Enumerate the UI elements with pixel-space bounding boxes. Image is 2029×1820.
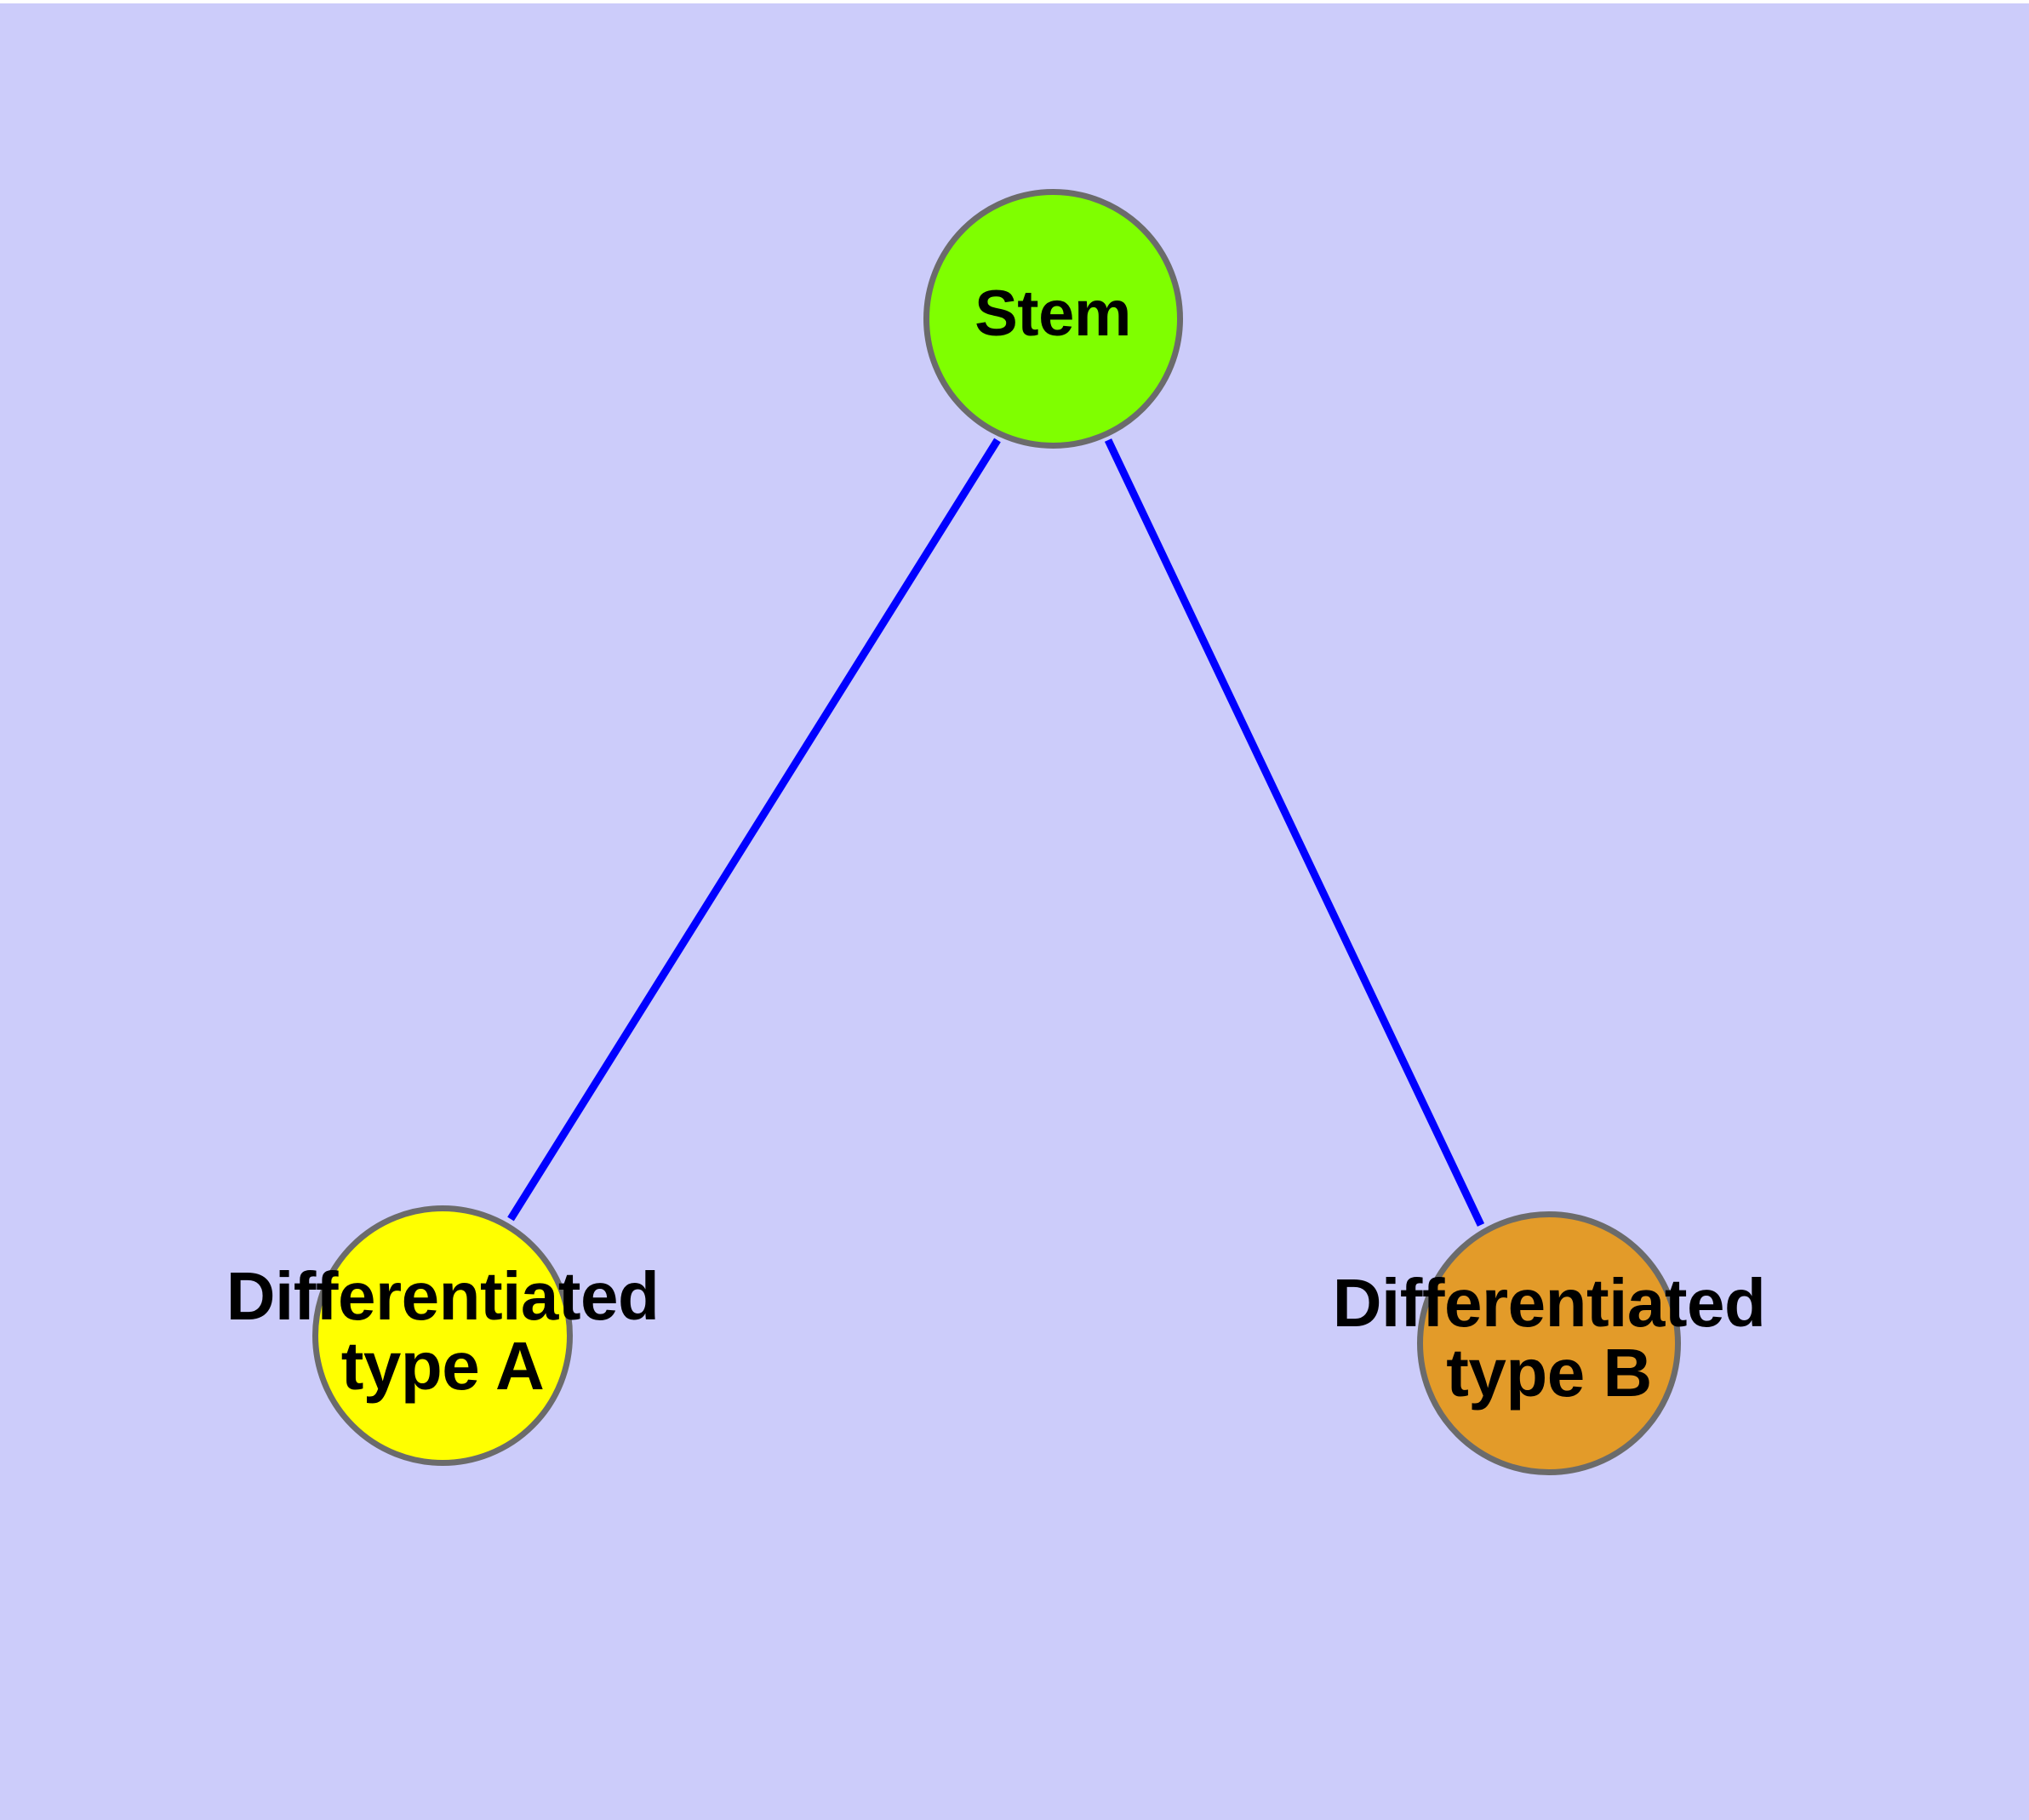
node-stem[interactable]: [923, 189, 1183, 449]
edge-layer: [507, 438, 1485, 1227]
node-differentiated-type-a[interactable]: [312, 1205, 573, 1466]
edge-stem-to-diff-a: [507, 438, 1001, 1222]
edge-stem-to-diff-b: [1104, 438, 1485, 1227]
node-differentiated-type-b[interactable]: [1417, 1211, 1681, 1475]
